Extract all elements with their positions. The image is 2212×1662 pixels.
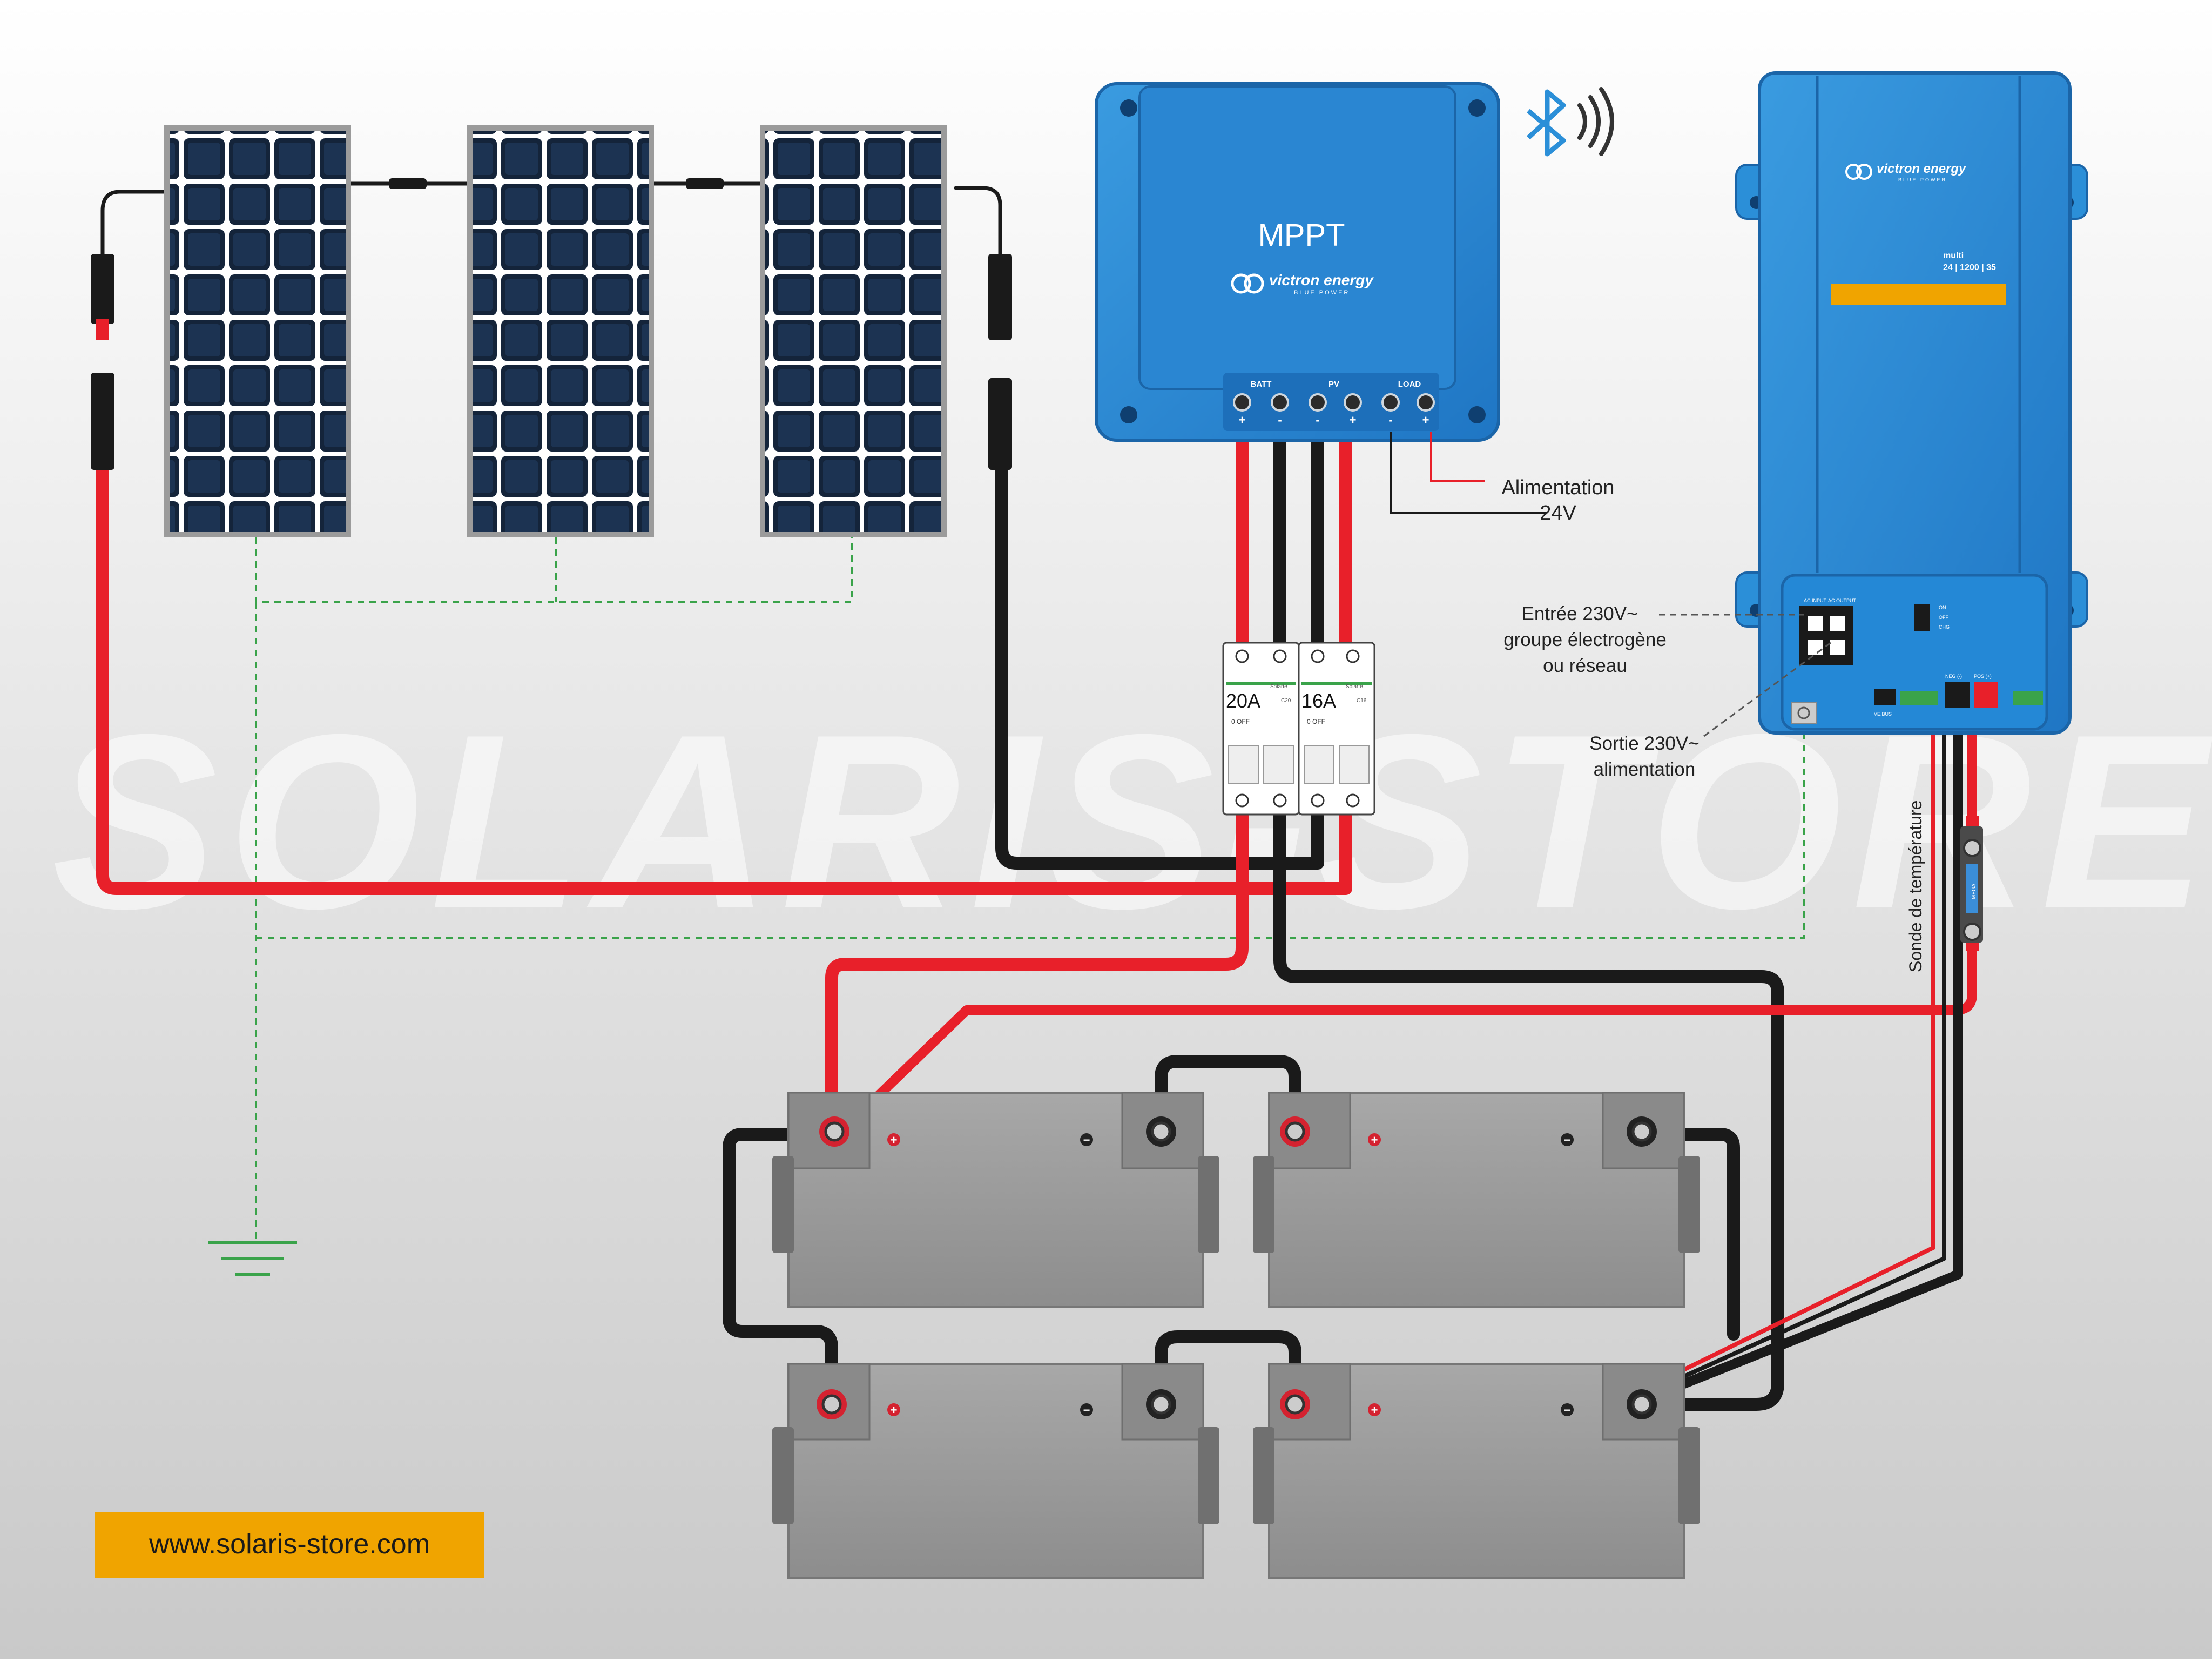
battery-bottom-left [772,1363,1219,1579]
battery-br-plus-sign: + [1371,1403,1378,1417]
polarity-batt-minus: - [1278,413,1282,427]
mppt-terminal-pv: PV [1328,380,1339,389]
battery-tl-plus-sign: + [891,1133,898,1147]
polarity-batt-plus: + [1239,413,1246,427]
sortie-label: Sortie 230V~ [1589,733,1699,754]
solar-panel-2 [467,125,654,537]
breaker-20a-brand: Solarte [1270,684,1287,690]
mppt-brand: victron energy [1269,272,1374,288]
alimentation-voltage-label: 24V [1540,502,1576,524]
website-badge [95,1512,484,1578]
battery-bl-minus-sign: − [1083,1403,1090,1417]
mppt-controller [1095,82,1500,442]
solar-panel-1 [164,125,351,537]
inverter-model-rating: 24 | 1200 | 35 [1943,263,1996,272]
battery-feed-wiring [825,697,1977,1411]
temperature-sensor-label: Sonde de température [1906,800,1925,972]
ac-leader-lines [1659,614,1831,737]
victron-logo-inverter [1845,164,1872,180]
battery-bl-plus-sign: + [891,1403,898,1417]
entree-label: Entrée 230V~ [1521,603,1637,624]
ground-wiring [255,537,1805,1242]
breaker-20a-curve: C20 [1281,698,1291,704]
inverter-ac-input-label: AC INPUT [1804,598,1827,603]
breaker-20a-state: 0 OFF [1231,718,1250,725]
mppt-terminal-batt: BATT [1251,380,1272,389]
breaker-16a [1298,642,1375,816]
sortie-load-label: alimentation [1594,759,1696,780]
battery-tr-minus-sign: − [1564,1133,1571,1147]
battery-interconnects [723,1055,1740,1403]
inverter-pos-label: POS (+) [1974,674,1992,679]
bluetooth-icon [1526,89,1566,157]
battery-top-right [1253,1092,1700,1308]
breaker-20a-rating: 20A [1226,690,1260,712]
breaker-16a-curve: C16 [1357,698,1367,704]
polarity-pv-plus: + [1350,413,1357,427]
inverter-switch-on: ON [1939,605,1946,610]
ground-symbol [208,1241,297,1276]
load-output-leads [1390,432,1547,514]
inverter-switch-charger: CHG [1939,624,1950,630]
polarity-load-minus: - [1388,413,1392,427]
battery-bottom-right [1253,1363,1700,1579]
breaker-16a-state: 0 OFF [1307,718,1325,725]
wireless-signal-icon [1577,87,1614,156]
polarity-load-plus: + [1422,413,1429,427]
mppt-terminal-screws [1233,393,1435,412]
fuse-label: MEGA [1971,883,1977,899]
battery-tr-plus-sign: + [1371,1133,1378,1147]
inverter-neg-label: NEG (-) [1945,674,1962,679]
battery-top-left [772,1092,1219,1308]
solar-panel-3 [760,125,947,537]
entree-grid-label: ou réseau [1543,655,1627,676]
entree-source-label: groupe électrogène [1503,629,1667,650]
inline-connectors [91,178,1012,470]
inverter-brand-sub: BLUE POWER [1898,177,1947,183]
mega-fuse [1960,816,1983,951]
inverter-brand: victron energy [1877,162,1967,176]
mppt-title: MPPT [1258,218,1345,253]
battery-br-minus-sign: − [1564,1403,1571,1417]
inverter-ac-output-label: AC OUTPUT [1828,598,1857,603]
inverter-vebus-label: VE.BUS [1874,711,1892,717]
mppt-brand-sub: BLUE POWER [1294,290,1350,296]
alimentation-label: Alimentation [1501,476,1614,499]
breaker-16a-brand: Solarte [1346,684,1363,690]
battery-tl-minus-sign: − [1083,1133,1090,1147]
website-link[interactable]: www.solaris-store.com [149,1529,430,1560]
inverter-charger [1735,71,2088,735]
mppt-terminal-load: LOAD [1398,380,1421,389]
inverter-switch-off: OFF [1939,615,1948,620]
inverter-model-name: multi [1943,251,1964,260]
breaker-16a-rating: 16A [1301,690,1336,712]
breaker-20a [1222,642,1300,816]
mppt-polarity-marks: + - - + - + [1239,413,1429,427]
victron-logo-mppt [1231,273,1264,294]
polarity-pv-minus: - [1316,413,1319,427]
